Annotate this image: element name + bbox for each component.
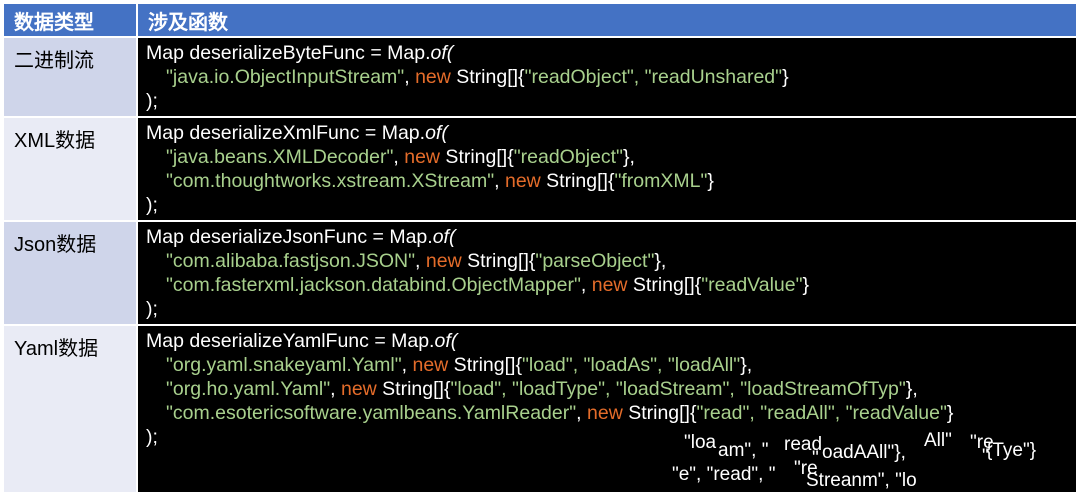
table-row-xml: XML数据 Map deserializeXmlFunc = Map.of("j… — [2, 116, 1078, 222]
header-functions: 涉及函数 — [136, 2, 1078, 38]
code-entry: "java.io.ObjectInputStream", new String[… — [166, 66, 789, 88]
type-label-yaml: Yaml数据 — [2, 324, 138, 494]
garbled-fragment: " — [812, 448, 819, 469]
code-close: ); — [146, 426, 158, 448]
garbled-fragment: "re — [794, 458, 818, 479]
code-entry: "com.alibaba.fastjson.JSON", new String[… — [166, 250, 667, 272]
code-close: ); — [146, 90, 158, 112]
code-entry: "org.ho.yaml.Yaml", new String[]{"load",… — [166, 378, 918, 400]
code-block-xml: Map deserializeXmlFunc = Map.of("java.be… — [136, 116, 1078, 222]
code-entry: "com.fasterxml.jackson.databind.ObjectMa… — [166, 274, 810, 296]
garbled-fragment: "e", "read", " — [672, 464, 776, 485]
garbled-fragment: {Tye"} — [986, 440, 1037, 461]
type-label-json: Json数据 — [2, 220, 138, 326]
code-block-yaml: Map deserializeYamlFunc = Map.of("org.ya… — [136, 324, 1078, 494]
garbled-fragment: Streanm", "lo — [806, 470, 917, 491]
header-row: 数据类型 涉及函数 — [2, 2, 1078, 38]
code-entry: "com.esotericsoftware.yamlbeans.YamlRead… — [166, 402, 954, 424]
type-label-xml: XML数据 — [2, 116, 138, 222]
header-data-type: 数据类型 — [2, 2, 138, 38]
code-close: ); — [146, 298, 158, 320]
code-block-binary: Map deserializeByteFunc = Map.of("java.i… — [136, 36, 1078, 118]
table-row-yaml: Yaml数据 Map deserializeYamlFunc = Map.of(… — [2, 324, 1078, 494]
garbled-fragment: "re — [970, 432, 994, 453]
garbled-fragment: All" — [924, 430, 952, 451]
code-decl: Map deserializeByteFunc = Map.of( — [146, 42, 454, 64]
garbled-fragment: read — [784, 434, 823, 455]
code-close: ); — [146, 194, 158, 216]
garbled-fragment: " — [982, 446, 989, 467]
table-row-binary: 二进制流 Map deserializeByteFunc = Map.of("j… — [2, 36, 1078, 118]
code-decl: Map deserializeYamlFunc = Map.of( — [146, 330, 458, 352]
type-label-binary: 二进制流 — [2, 36, 138, 118]
garbled-fragment: oadAAll"}, — [822, 442, 906, 463]
table-row-json: Json数据 Map deserializeJsonFunc = Map.of(… — [2, 220, 1078, 326]
code-entry: "com.thoughtworks.xstream.XStream", new … — [166, 170, 714, 192]
code-entry: "java.beans.XMLDecoder", new String[]{"r… — [166, 146, 635, 168]
code-block-json: Map deserializeJsonFunc = Map.of("com.al… — [136, 220, 1078, 326]
garbled-fragment: am", " — [718, 440, 769, 461]
code-decl: Map deserializeXmlFunc = Map.of( — [146, 122, 448, 144]
code-entry: "org.yaml.snakeyaml.Yaml", new String[]{… — [166, 354, 753, 376]
garbled-fragment: "loa — [684, 432, 717, 453]
code-decl: Map deserializeJsonFunc = Map.of( — [146, 226, 456, 248]
